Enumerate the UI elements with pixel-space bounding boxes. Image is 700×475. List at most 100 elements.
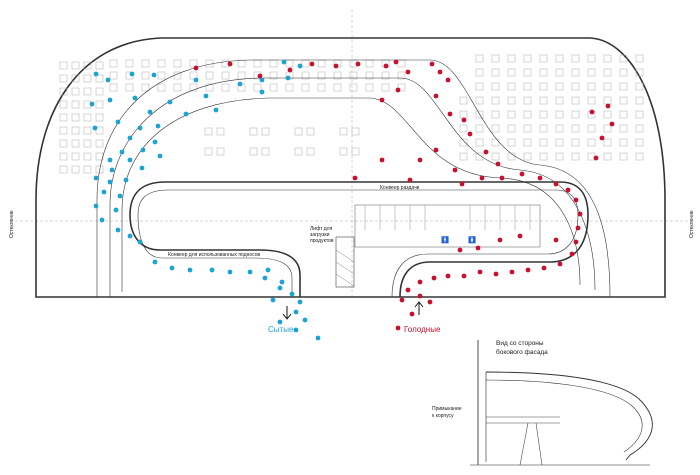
legend-full-label: Сытые: [268, 325, 294, 334]
table-mark: [189, 71, 198, 80]
table-mark: [381, 83, 390, 92]
table-mark: [491, 96, 500, 105]
table-mark: [571, 124, 580, 133]
table-mark: [349, 83, 358, 92]
person-full-dot: [93, 71, 99, 77]
people-full-dots: [89, 59, 321, 341]
person-full-dot: [152, 139, 158, 145]
table-mark: [204, 127, 213, 136]
person-full-dot: [151, 72, 157, 78]
lift-shaft: [335, 236, 355, 288]
person-full-dot: [117, 193, 123, 199]
table-mark: [619, 54, 628, 63]
lift-label-3: продуктов: [310, 238, 334, 244]
person-hungry-dot: [553, 181, 559, 187]
person-hungry-dot: [395, 325, 401, 331]
person-hungry-dot: [575, 225, 581, 231]
table-mark: [83, 113, 92, 122]
table-mark: [301, 71, 310, 80]
table-mark: [539, 82, 548, 91]
trays-conveyor-label: Конвеер для использованных подносов: [168, 252, 260, 258]
section-title-2: бокового фасада: [496, 348, 548, 356]
table-mark: [475, 152, 484, 161]
table-mark: [237, 59, 246, 68]
table-mark: [59, 139, 68, 148]
circulation-path-middle: [109, 77, 596, 297]
table-mark: [95, 61, 104, 70]
table-mark: [475, 54, 484, 63]
person-hungry-dot: [429, 61, 435, 67]
person-full-dot: [203, 93, 209, 99]
table-mark: [397, 83, 406, 92]
exit-arrow-icon: [282, 306, 292, 320]
person-full-dot: [193, 77, 199, 83]
table-mark: [95, 87, 104, 96]
person-full-dot: [152, 259, 158, 265]
person-hungry-dot: [467, 131, 473, 137]
person-full-dot: [115, 119, 121, 125]
person-hungry-dot: [593, 155, 599, 161]
entry-arrow-icon: [414, 301, 424, 315]
table-mark: [507, 96, 516, 105]
person-full-dot: [259, 77, 265, 83]
person-hungry-dot: [352, 175, 358, 181]
table-mark: [157, 59, 166, 68]
table-mark: [475, 68, 484, 77]
person-hungry-dot: [569, 251, 575, 257]
person-hungry-dot: [589, 109, 595, 115]
table-mark: [83, 139, 92, 148]
table-mark: [523, 110, 532, 119]
table-mark: [59, 126, 68, 135]
table-mark: [71, 113, 80, 122]
person-hungry-dot: [393, 59, 399, 65]
table-mark: [475, 124, 484, 133]
table-mark: [365, 83, 374, 92]
table-mark: [71, 165, 80, 174]
person-hungry-dot: [525, 267, 531, 273]
person-hungry-dot: [417, 157, 423, 163]
table-mark: [507, 138, 516, 147]
person-hungry-dot: [257, 73, 263, 79]
table-mark: [491, 68, 500, 77]
table-mark: [249, 147, 258, 156]
person-full-dot: [183, 111, 189, 117]
table-mark: [507, 82, 516, 91]
table-mark: [205, 83, 214, 92]
table-mark: [539, 152, 548, 161]
person-hungry-dot: [605, 103, 611, 109]
person-full-dot: [297, 299, 303, 305]
person-full-dot: [270, 297, 276, 303]
furniture-group: [59, 54, 644, 174]
table-mark: [635, 124, 644, 133]
table-mark: [333, 71, 342, 80]
table-mark: [221, 83, 230, 92]
person-full-dot: [259, 89, 265, 95]
table-mark: [285, 83, 294, 92]
table-mark: [459, 138, 468, 147]
person-full-dot: [265, 267, 271, 273]
table-mark: [619, 82, 628, 91]
table-mark: [555, 110, 564, 119]
table-mark: [216, 147, 225, 156]
person-hungry-dot: [399, 297, 405, 303]
table-mark: [507, 110, 516, 119]
person-full-dot: [302, 317, 308, 323]
person-full-dot: [109, 167, 115, 173]
person-full-dot: [247, 269, 253, 275]
table-mark: [635, 138, 644, 147]
table-mark: [459, 124, 468, 133]
person-hungry-dot: [431, 275, 437, 281]
table-mark: [635, 96, 644, 105]
person-hungry-dot: [553, 237, 559, 243]
table-mark: [397, 59, 406, 68]
adjoining-label-2: к корпусу: [432, 413, 454, 419]
table-mark: [317, 83, 326, 92]
table-mark: [59, 100, 68, 109]
person-hungry-dot: [475, 245, 481, 251]
table-mark: [71, 87, 80, 96]
table-mark: [539, 96, 548, 105]
table-mark: [221, 71, 230, 80]
person-full-dot: [140, 147, 146, 153]
table-mark: [249, 127, 258, 136]
person-hungry-dot: [495, 161, 501, 167]
